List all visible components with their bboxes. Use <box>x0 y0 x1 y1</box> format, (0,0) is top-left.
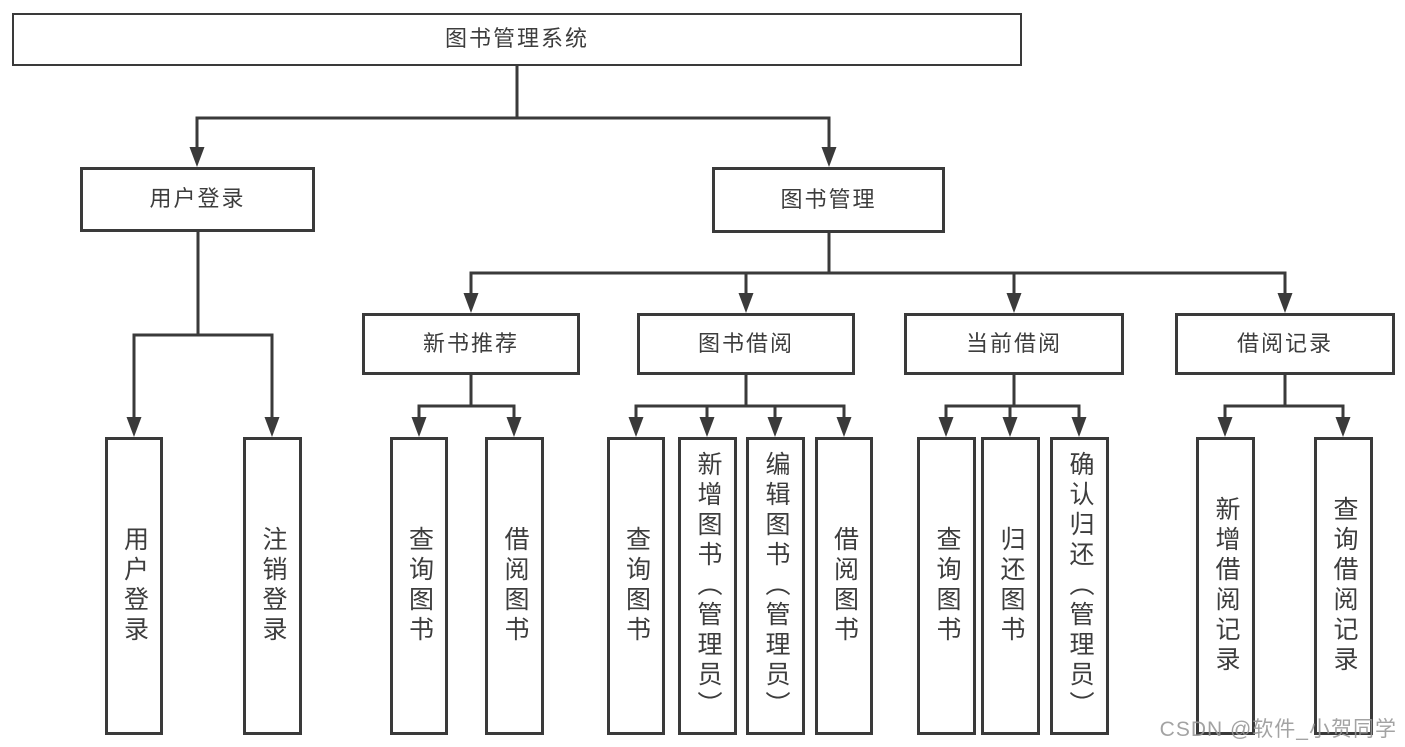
leaf-query-borrow-record: 查询借阅记录 <box>1314 437 1373 735</box>
leaf-borrow-books-recommend: 借阅图书 <box>485 437 544 735</box>
node-book-management: 图书管理 <box>712 167 945 233</box>
leaf-query-books-recommend: 查询图书 <box>390 437 448 735</box>
arrowhead-icons <box>126 147 1351 437</box>
leaf-user-login: 用户登录 <box>105 437 163 735</box>
node-borrow-records: 借阅记录 <box>1175 313 1395 375</box>
node-user-login: 用户登录 <box>80 167 315 232</box>
node-book-borrow: 图书借阅 <box>637 313 855 375</box>
leaf-borrow-book: 借阅图书 <box>815 437 873 735</box>
watermark-text: CSDN @软件_小贺同学 <box>1159 718 1397 741</box>
node-new-book-recommend: 新书推荐 <box>362 313 580 375</box>
leaf-add-borrow-record: 新增借阅记录 <box>1196 437 1255 735</box>
leaf-return-book: 归还图书 <box>981 437 1040 735</box>
node-current-borrow: 当前借阅 <box>904 313 1124 375</box>
node-library-system: 图书管理系统 <box>12 13 1022 66</box>
leaf-edit-book-admin: 编辑图书（管理员） <box>746 437 805 735</box>
leaf-logout: 注销登录 <box>243 437 302 735</box>
leaf-add-book-admin: 新增图书（管理员） <box>678 437 737 735</box>
leaf-query-books-borrow: 查询图书 <box>607 437 665 735</box>
leaf-query-books-current: 查询图书 <box>917 437 976 735</box>
leaf-confirm-return-admin: 确认归还（管理员） <box>1050 437 1109 735</box>
